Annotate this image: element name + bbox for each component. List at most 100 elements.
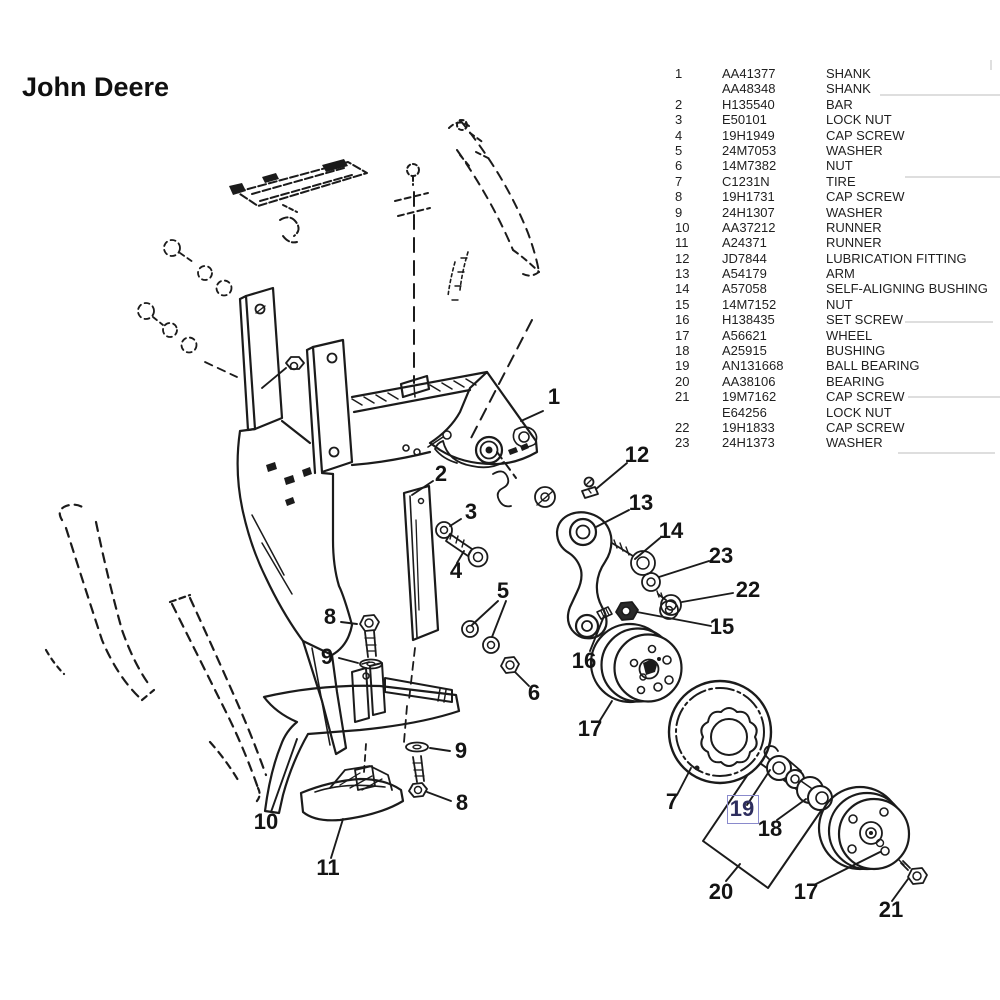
parts-list-part: AA48348: [722, 81, 776, 97]
parts-list-desc: ARM: [826, 266, 855, 282]
callout-23[interactable]: 23: [708, 543, 734, 568]
parts-list-key: 6: [675, 158, 683, 174]
callout-16[interactable]: 16: [571, 648, 597, 673]
callout-9[interactable]: 9: [454, 738, 468, 763]
callout-8[interactable]: 8: [323, 604, 337, 629]
callout-17[interactable]: 17: [793, 879, 819, 904]
parts-list-part: 19H1833: [722, 419, 775, 435]
callout-8[interactable]: 8: [455, 790, 469, 815]
wheel-17-left: [589, 622, 683, 704]
callout-15[interactable]: 15: [709, 614, 735, 639]
lubrication-fitting-12: [581, 476, 599, 499]
parts-list-desc: TIRE: [826, 173, 856, 189]
bushing-18: [796, 776, 833, 811]
frame-plate-right: [427, 370, 539, 469]
clamp-part-shading: [229, 159, 348, 195]
callout-5[interactable]: 5: [496, 578, 510, 603]
callout-11[interactable]: 11: [316, 855, 340, 880]
parts-list-key: 9: [675, 204, 683, 220]
page-title: John Deere: [22, 72, 170, 102]
parts-list-part: A57058: [722, 281, 767, 297]
callout-18[interactable]: 18: [757, 816, 783, 841]
parts-list-key: 8: [675, 189, 683, 205]
parts-list-part: A56621: [722, 327, 767, 343]
parts-list-key: 4: [675, 127, 683, 143]
clamp-part: [236, 161, 368, 244]
parts-list-row[interactable]: 15 14M7152 NUT: [675, 297, 1000, 312]
parts-list-part: 19H1949: [722, 127, 775, 143]
cap-screw-21: [898, 859, 928, 885]
parts-list-desc: SHANK: [826, 81, 871, 97]
callout-22[interactable]: 22: [735, 577, 761, 602]
callout-12[interactable]: 12: [624, 442, 650, 467]
callout-9[interactable]: 9: [320, 644, 334, 669]
parts-list-key: 5: [675, 142, 683, 158]
wheel-17-right: [817, 785, 911, 871]
callout-leader-lines: [270, 410, 909, 902]
parts-list-part: H138435: [722, 312, 775, 328]
parts-list-key: 18: [675, 343, 690, 359]
parts-list-part: H135540: [722, 96, 775, 112]
callout-7[interactable]: 7: [665, 789, 679, 814]
nut-15: [615, 601, 639, 621]
callout-3[interactable]: 3: [464, 499, 478, 524]
runner-11: [299, 765, 405, 822]
callout-10[interactable]: 10: [253, 809, 279, 834]
callout-2[interactable]: 2: [434, 461, 448, 486]
frame-bracket: [236, 286, 432, 756]
parts-list-part: C1231N: [722, 173, 770, 189]
parts-list-desc: RUNNER: [826, 219, 882, 235]
parts-list-desc: LOCK NUT: [826, 112, 892, 128]
callout-17[interactable]: 17: [577, 716, 603, 741]
parts-list-desc: SHANK: [826, 66, 871, 81]
parts-list-part: 24H1373: [722, 435, 775, 451]
callout-20[interactable]: 20: [708, 879, 734, 904]
callout-13[interactable]: 13: [628, 490, 654, 515]
parts-list-part: AA41377: [722, 66, 776, 81]
callout-6[interactable]: 6: [527, 680, 541, 705]
frame-beam: [350, 370, 489, 414]
parts-list-desc: SELF-ALIGNING BUSHING: [826, 281, 988, 297]
callout-14[interactable]: 14: [658, 518, 684, 543]
parts-list-row[interactable]: AA48348 SHANK: [675, 81, 1000, 96]
callout-4[interactable]: 4: [449, 558, 463, 583]
parts-list-desc: WHEEL: [826, 327, 873, 343]
parts-list-part: 14M7152: [722, 296, 777, 312]
parts-list-part: A25915: [722, 343, 767, 359]
callout-21[interactable]: 21: [878, 897, 904, 922]
parts-list-desc: NUT: [826, 296, 853, 312]
parts-list-part: 14M7382: [722, 158, 777, 174]
table-rules: [880, 60, 1000, 454]
callout-1[interactable]: 1: [547, 384, 561, 409]
washer-23: [641, 572, 661, 592]
parts-list-desc: CAP SCREW: [826, 419, 905, 435]
parts-list-key: 15: [675, 296, 690, 312]
parts-list-key: 3: [675, 112, 683, 128]
callout-19[interactable]: 19: [729, 796, 755, 821]
